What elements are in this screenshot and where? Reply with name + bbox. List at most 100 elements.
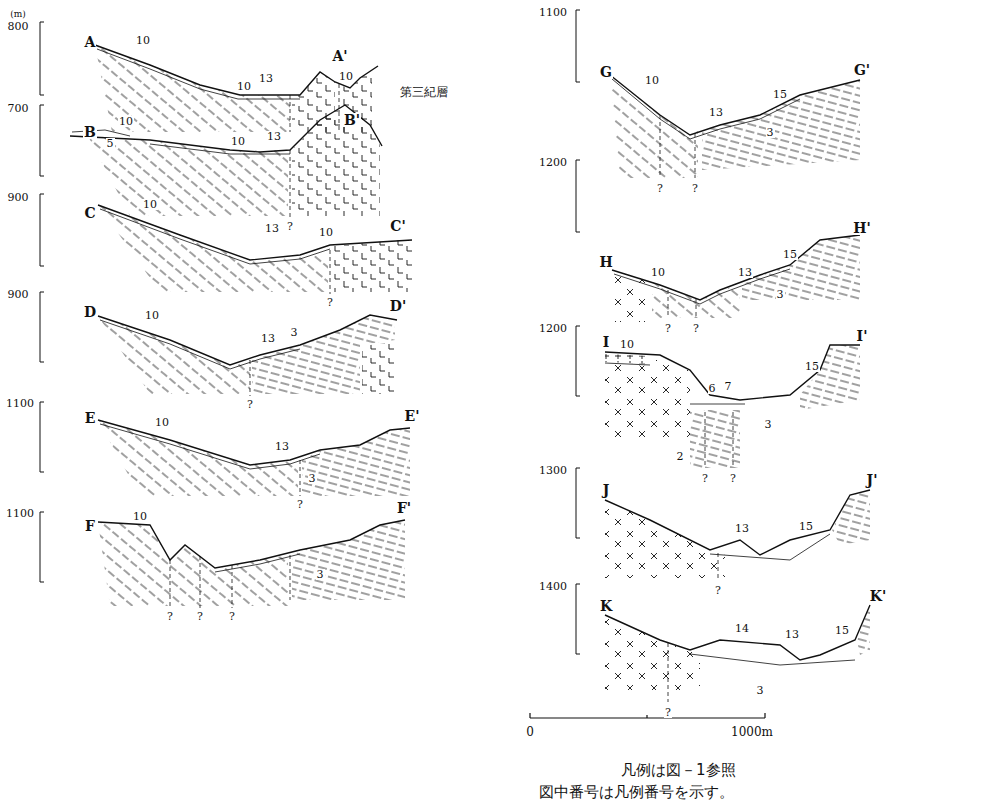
section-b-part [290,150,291,218]
section-i-part [605,345,860,400]
height-scale-part [40,194,44,266]
scale-value: 1100 [5,398,35,409]
callout-number: 13 [784,629,800,640]
callout-number: 15 [782,249,798,260]
unknown-mark: ? [196,611,204,622]
section-f-part [215,554,300,572]
section-e [98,420,410,496]
section-c [98,205,412,294]
callout-number: 10 [644,75,660,86]
section-end: I [602,335,611,349]
section-end: H [598,255,613,269]
height-scale-part [40,105,44,176]
unknown-mark: ? [664,323,672,334]
height-scale-part [40,512,44,582]
section-f-part [292,520,405,600]
height-scale-part [40,402,44,472]
section-e-part [300,460,301,496]
section-h-part [614,269,790,304]
section-end: J [602,483,611,497]
section-i-part [605,356,690,440]
section-k-part [605,615,700,690]
callout-number: 10 [230,136,246,147]
section-j-part [605,500,725,578]
section-h [612,235,860,322]
section-h-part [668,290,696,318]
section-d-part [250,360,251,396]
scale-value: 0 [525,726,535,738]
section-d-part [98,315,397,365]
callout-number: 7 [724,381,733,392]
section-end: I' [856,329,869,343]
callout-number: 10 [650,267,666,278]
section-d-part [362,342,397,394]
unknown-mark: ? [714,585,722,596]
section-b-part [88,136,288,216]
section-i [605,345,860,468]
section-end: F [84,519,96,533]
callout-number: 3 [756,685,765,696]
scale-value: 1100 [538,7,568,18]
callout-number: 13 [708,107,724,118]
section-i-part [605,363,745,404]
callout-number: 13 [737,267,753,278]
section-b-part [70,105,382,152]
height-scale-part [576,584,580,654]
callout-number: 10 [132,511,148,522]
section-k-part [668,643,669,702]
section-j [605,490,870,580]
distance-scale-part [530,713,765,718]
height-scale-part [576,326,580,396]
scale-value: 700 [7,103,30,114]
section-g-part [610,75,860,135]
section-d-part [98,316,250,394]
formation-label: 第三紀層 [399,86,449,98]
unit-label: (m) [9,10,27,19]
callout-number: 13 [734,523,750,534]
callout-number: 10 [236,81,252,92]
callout-number: 13 [274,441,290,452]
callout-number: 10 [118,116,134,127]
section-g-part [660,115,695,178]
section-end: K' [869,589,887,603]
unknown-mark: ? [228,611,236,622]
section-k [605,605,870,702]
height-scale-part [576,468,580,538]
scale-value: 1200 [538,323,568,334]
section-e-part [98,420,410,465]
section-d [98,315,397,396]
callout-number: 10 [154,417,170,428]
section-j-part [718,553,719,580]
section-j-part [605,490,870,555]
section-c-part [332,240,412,292]
callout-number: 3 [290,327,299,338]
callout-number: 10 [142,199,158,210]
callout-number: 13 [266,131,282,142]
section-c-part [330,250,331,294]
unknown-mark: ? [296,499,304,510]
unknown-mark: ? [691,183,699,194]
scale-value: 1000m [730,726,774,738]
section-k-part [605,605,870,660]
unknown-mark: ? [246,399,254,410]
section-a-part [97,49,300,99]
scale-value: 1400 [538,581,568,592]
distance-scale [530,713,765,718]
section-end: J' [866,473,879,487]
section-end: B' [343,113,361,127]
section-end: D [83,305,97,319]
section-j-part [710,534,830,560]
section-end: A' [331,49,348,63]
section-b [70,105,382,218]
section-i-part [705,412,733,468]
scale-value: 800 [7,21,30,32]
section-end: G [599,65,613,79]
section-f-part [98,520,405,568]
section-i-part [800,345,860,410]
section-i-part [690,410,740,468]
callout-number: 3 [764,419,773,430]
callout-number: 15 [798,521,814,532]
callout-number: 3 [316,569,325,580]
